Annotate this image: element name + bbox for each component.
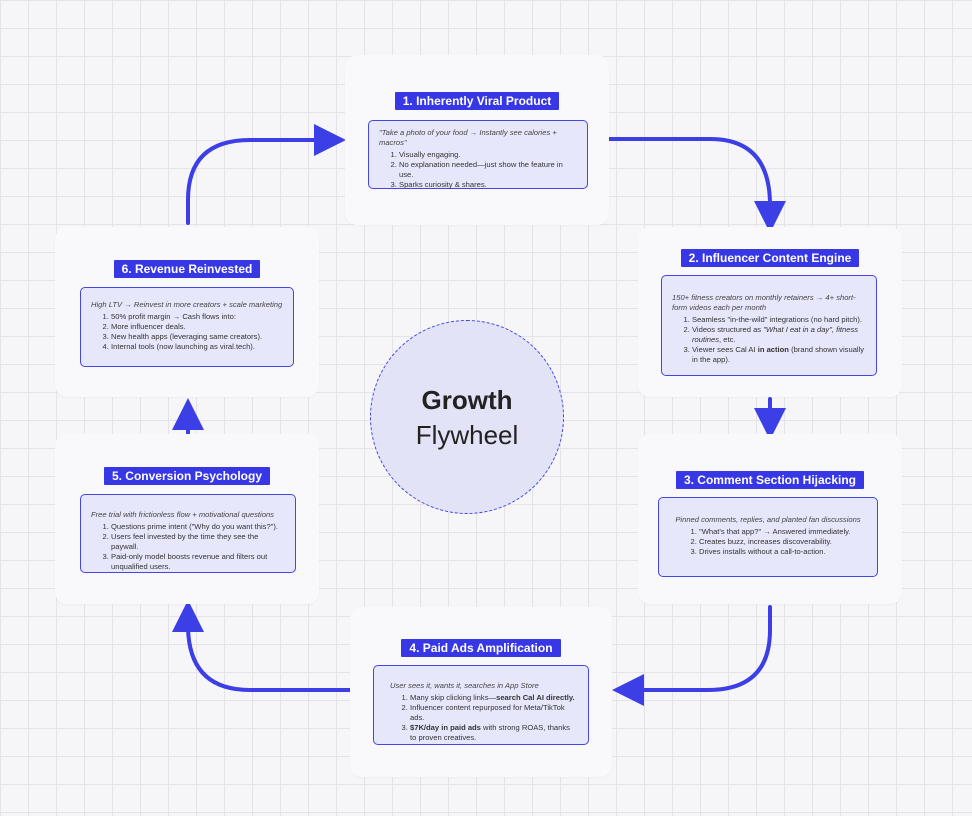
step-list: Seamless "in-the-wild" integrations (no … [672,315,866,365]
list-item: Seamless "in-the-wild" integrations (no … [692,315,866,325]
step-card-6: 6. Revenue Reinvested High LTV → Reinves… [55,227,319,397]
arrow-6-to-1 [186,124,346,225]
step-card-2: 2. Influencer Content Engine 150+ fitnes… [638,227,902,397]
hub-subtitle: Flywheel [415,420,519,450]
step-title: 3. Comment Section Hijacking [675,471,865,489]
step-detail-box: 150+ fitness creators on monthly retaine… [661,275,877,376]
step-card-1: 1. Inherently Viral Product "Take a phot… [345,55,609,225]
step-detail-box: Pinned comments, replies, and planted fa… [658,497,878,577]
list-item: Questions prime intent ("Why do you want… [111,522,285,532]
step-title: 5. Conversion Psychology [103,467,271,485]
step-title: 4. Paid Ads Amplification [401,639,561,657]
list-item: Creates buzz, increases discoverability. [699,537,867,547]
step-detail-box: User sees it, wants it, searches in App … [373,665,589,745]
step-title: 6. Revenue Reinvested [113,260,261,278]
step-intro: 150+ fitness creators on monthly retaine… [672,293,856,312]
list-item: More influencer deals. [111,322,283,332]
step-card-4: 4. Paid Ads Amplification User sees it, … [350,607,612,777]
list-item: Viewer sees Cal AI in action (brand show… [692,345,866,365]
step-intro: High LTV → Reinvest in more creators + s… [91,300,283,309]
list-item: Drives installs without a call-to-action… [699,547,867,557]
step-detail-box: "Take a photo of your food → Instantly s… [368,120,588,189]
list-item: No explanation needed—just show the feat… [399,160,577,180]
hub-title: Growth [421,385,513,415]
step-card-3: 3. Comment Section Hijacking Pinned comm… [638,434,902,604]
list-item: Internal tools (now launching as viral.t… [111,342,283,352]
arrow-4-to-5 [172,600,352,692]
step-list: Visually engaging. No explanation needed… [379,150,577,190]
list-item: Users feel invested by the time they see… [111,532,285,552]
step-intro: User sees it, wants it, searches in App … [390,681,539,690]
step-list: "What's that app?" → Answered immediatel… [669,527,867,557]
step-list: Questions prime intent ("Why do you want… [91,522,285,572]
list-item: Many skip clicking links—search Cal AI d… [410,693,578,703]
list-item: Paid-only model boosts revenue and filte… [111,552,285,572]
list-item: Sparks curiosity & shares. [399,180,577,190]
list-item: $7K/day in paid ads with strong ROAS, th… [410,723,578,743]
list-item: Visually engaging. [399,150,577,160]
step-detail-box: High LTV → Reinvest in more creators + s… [80,287,294,367]
step-title: 1. Inherently Viral Product [394,92,560,110]
list-item: New health apps (leveraging same creator… [111,332,283,342]
arrow-1-to-2 [606,137,786,233]
step-detail-box: Free trial with frictionless flow + moti… [80,494,296,573]
step-list: Many skip clicking links—search Cal AI d… [384,693,578,743]
step-intro: Pinned comments, replies, and planted fa… [675,515,861,524]
list-item: Influencer content repurposed for Meta/T… [410,703,578,723]
list-item: Videos structured as "What I eat in a da… [692,325,866,345]
list-item: 50% profit margin → Cash flows into: [111,312,283,322]
step-intro: Free trial with frictionless flow + moti… [91,510,274,519]
step-list: 50% profit margin → Cash flows into: Mor… [91,312,283,352]
arrow-3-to-4 [612,605,772,706]
list-item: "What's that app?" → Answered immediatel… [699,527,867,537]
step-intro: "Take a photo of your food → Instantly s… [379,128,557,147]
step-card-5: 5. Conversion Psychology Free trial with… [55,434,319,604]
growth-flywheel-hub: Growth Flywheel [370,320,564,514]
step-title: 2. Influencer Content Engine [680,249,860,267]
